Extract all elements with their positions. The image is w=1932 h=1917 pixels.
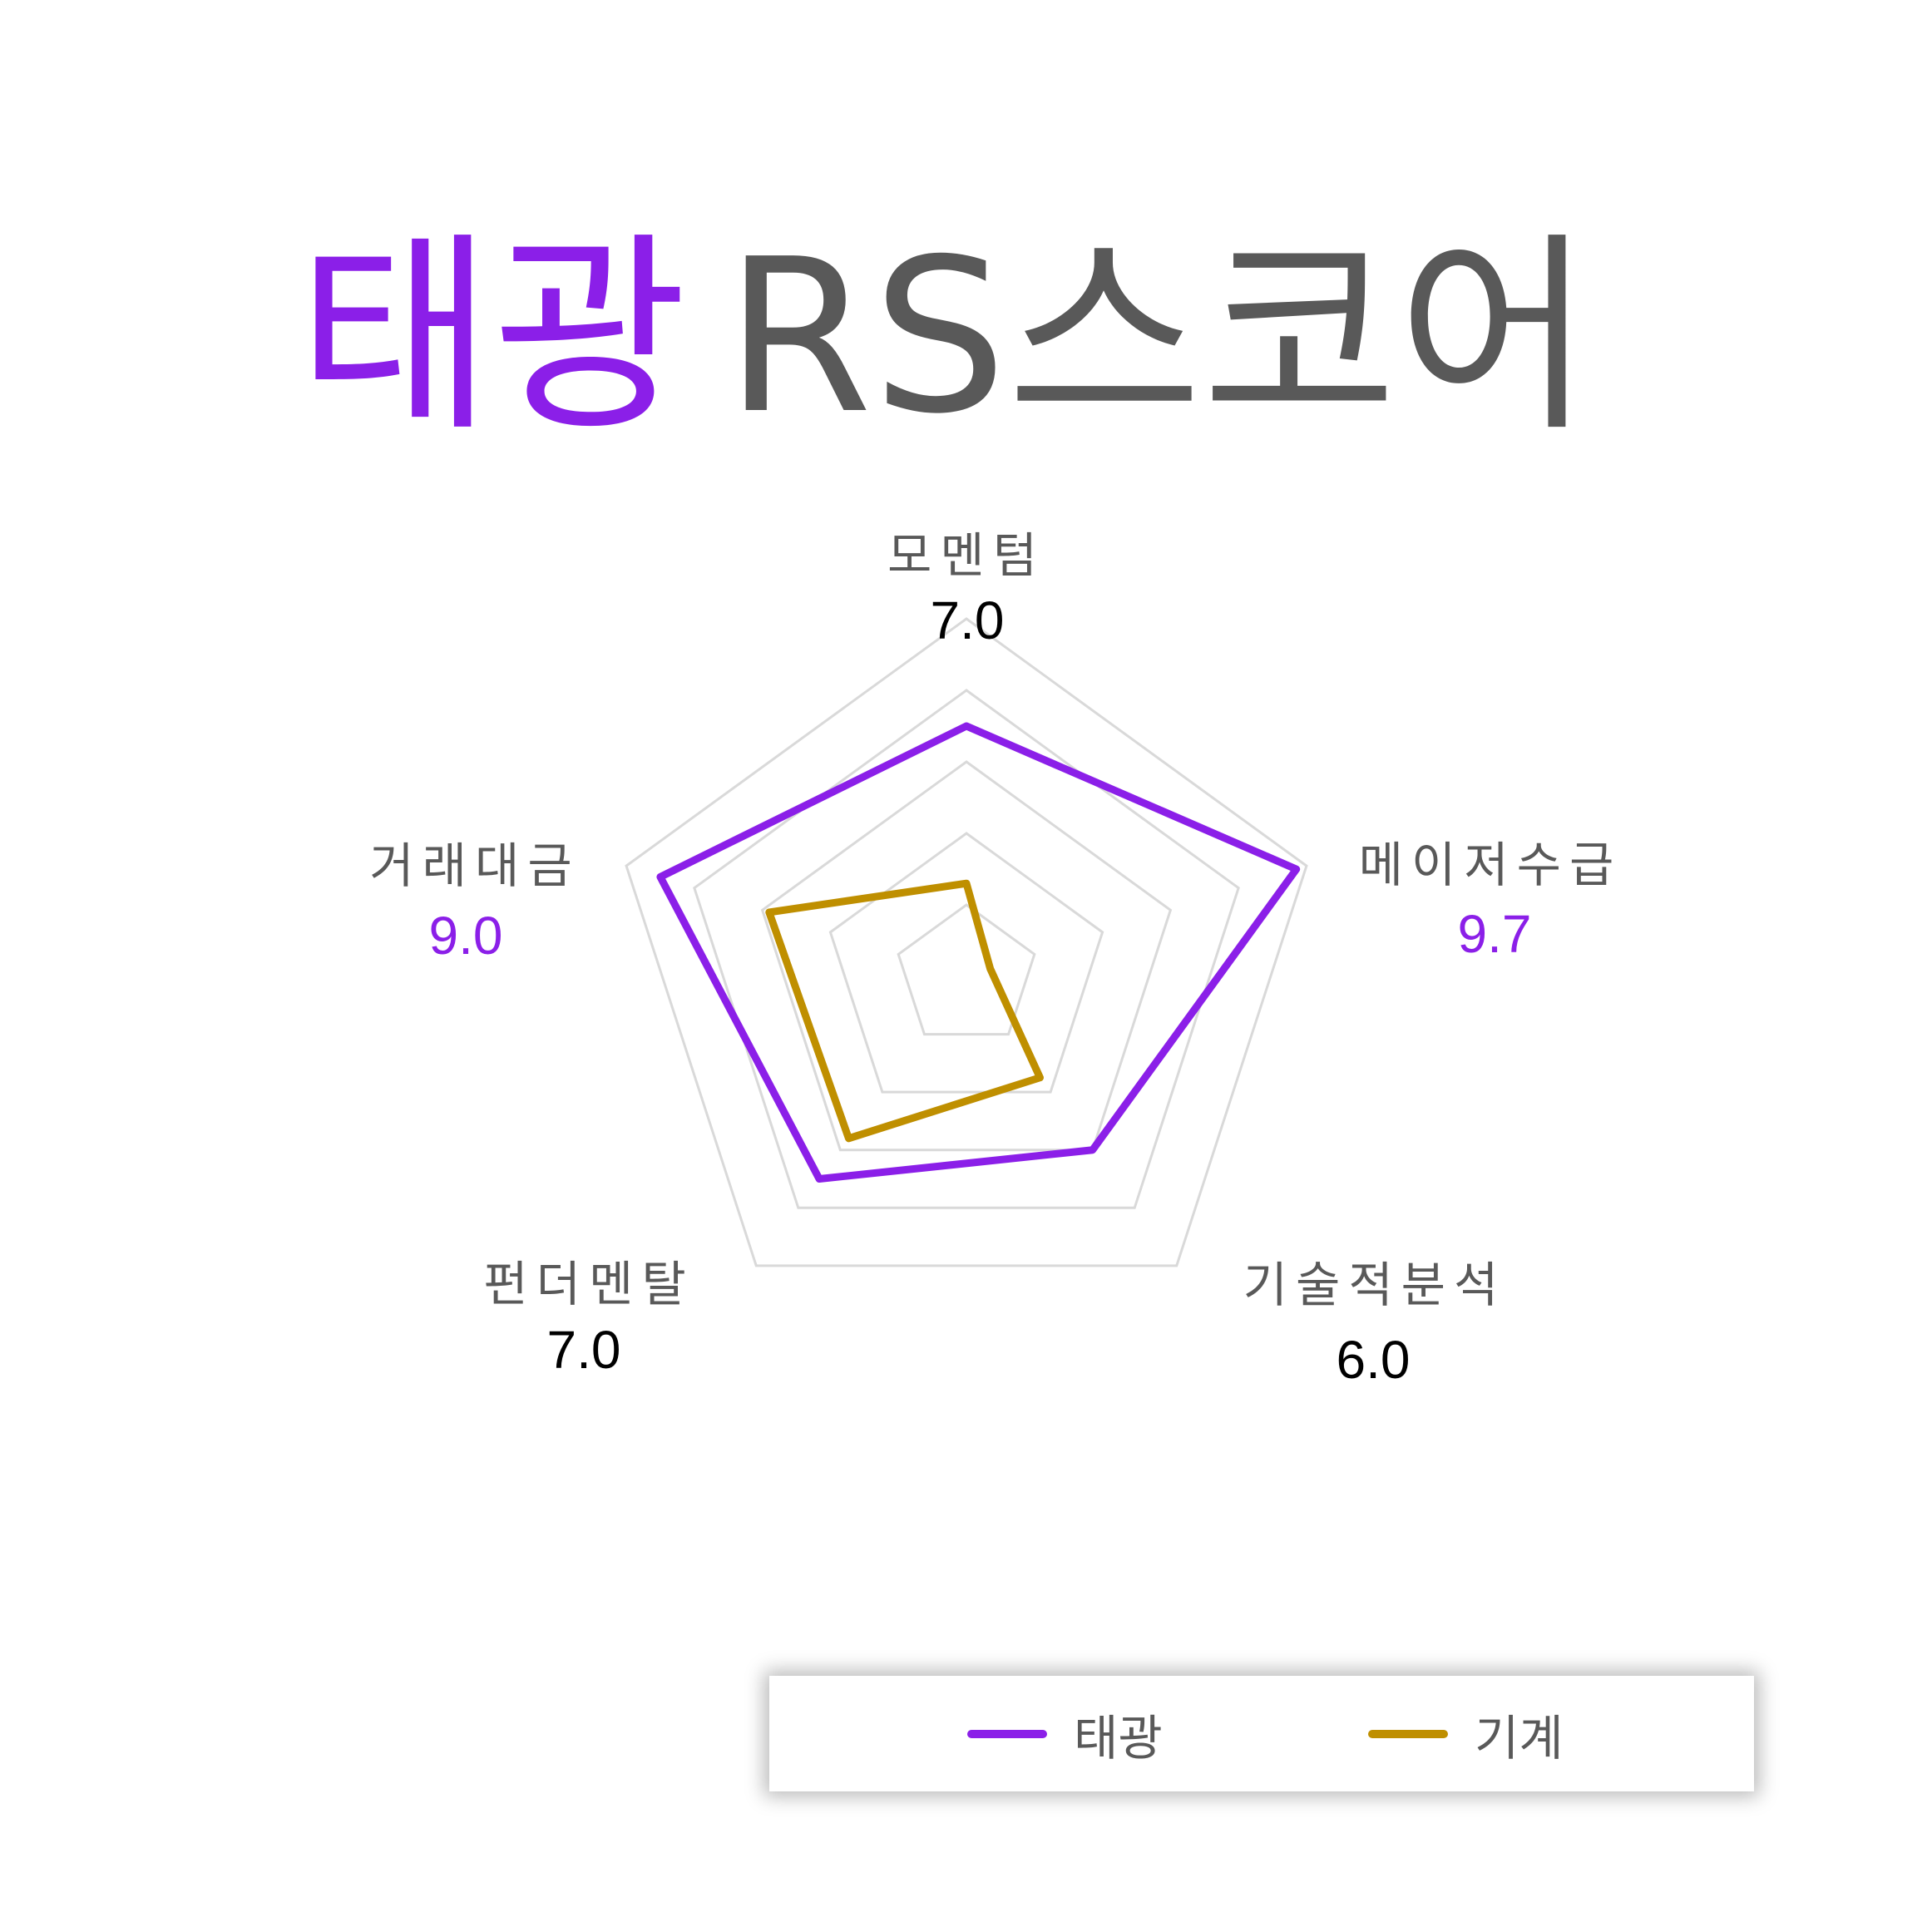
- axis-label-major-supply: 메이저수급: [1359, 837, 1623, 893]
- legend-line-icon-taekwang: [967, 1729, 1047, 1738]
- grid-ring: [693, 689, 1240, 1209]
- legend-label-taekwang: 태광: [1074, 1709, 1163, 1766]
- value-label-major-supply: 9.7: [1458, 904, 1532, 964]
- legend-item-machinery[interactable]: 기계: [1368, 1676, 1564, 1791]
- axis-label-technical: 기술적분석: [1243, 1257, 1507, 1313]
- series-line: [656, 722, 1301, 1183]
- radar-grid: [625, 617, 1308, 1267]
- radar-series: [656, 722, 1301, 1183]
- value-label-trading-value: 9.0: [429, 906, 503, 966]
- legend-item-taekwang[interactable]: 태광: [967, 1676, 1163, 1791]
- grid-ring: [760, 760, 1173, 1152]
- value-label-momentum: 7.0: [931, 590, 1005, 650]
- grid-ring: [897, 903, 1036, 1036]
- grid-ring: [625, 617, 1308, 1267]
- title-highlight: 태광: [297, 214, 687, 461]
- title-rest: RS스코어: [725, 214, 1593, 461]
- legend: 태광 기계: [769, 1676, 1754, 1791]
- axis-label-trading-value: 거래대금: [369, 837, 580, 894]
- legend-line-icon-machinery: [1368, 1729, 1448, 1738]
- grid-ring: [828, 832, 1104, 1094]
- series-line: [765, 879, 1044, 1143]
- axis-label-fundamental: 펀더멘탈: [483, 1256, 694, 1312]
- legend-label-machinery: 기계: [1475, 1709, 1564, 1766]
- value-label-technical: 6.0: [1337, 1330, 1411, 1390]
- axis-label-momentum: 모멘텀: [887, 527, 1045, 584]
- value-label-fundamental: 7.0: [547, 1320, 621, 1380]
